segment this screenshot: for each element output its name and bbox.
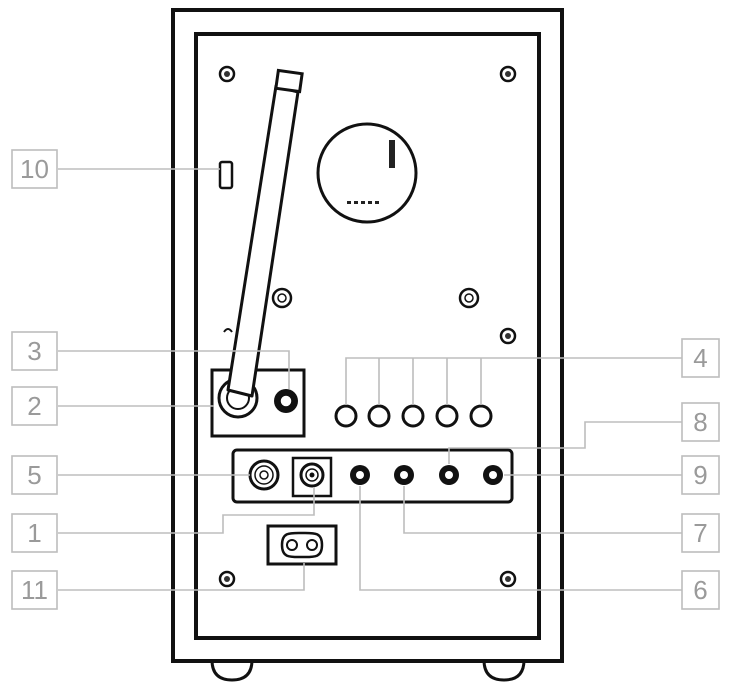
- tone-knob: [334, 404, 358, 428]
- power-inlet: [266, 524, 338, 566]
- connector-5: [248, 459, 280, 491]
- callout-6: 6: [681, 570, 720, 610]
- tone-knob: [367, 404, 391, 428]
- telescopic-antenna: [226, 68, 304, 398]
- callout-10-label: 10: [20, 154, 49, 184]
- corner-screws: [218, 65, 517, 588]
- clip-mark: [223, 328, 233, 333]
- screw-icon: [499, 65, 517, 83]
- screw-icon: [499, 570, 517, 588]
- leader-lines: [58, 168, 682, 591]
- callout-11-label: 11: [21, 575, 48, 605]
- callout-8-label: 8: [693, 407, 707, 437]
- callouts: 10 3 2 5 1 11 4 8: [11, 149, 720, 610]
- rca-jack-9: [483, 465, 503, 485]
- leader-3: [58, 350, 290, 389]
- callout-2: 2: [11, 386, 58, 426]
- leader-7: [403, 486, 682, 534]
- leader-4: [345, 357, 682, 405]
- tone-knob: [401, 404, 425, 428]
- slide-switch: [218, 160, 234, 190]
- leader-11: [58, 563, 305, 591]
- feet: [210, 658, 526, 682]
- connector-1: [299, 462, 325, 488]
- callout-10: 10: [11, 149, 58, 189]
- tone-knob: [469, 404, 493, 428]
- bass-port: [316, 122, 418, 224]
- leader-6: [359, 486, 682, 591]
- callout-7-label: 7: [693, 518, 707, 548]
- callout-4: 4: [681, 338, 720, 378]
- left-foot: [210, 658, 254, 682]
- callout-5: 5: [11, 455, 58, 495]
- mid-screw-right: [458, 287, 480, 309]
- screw-icon: [499, 327, 517, 345]
- rca-jack-7: [394, 465, 414, 485]
- callout-6-label: 6: [693, 575, 707, 605]
- callout-1-label: 1: [27, 518, 41, 548]
- callout-3-label: 3: [27, 336, 41, 366]
- callout-1: 1: [11, 513, 58, 553]
- callout-9: 9: [681, 455, 720, 495]
- screw-icon: [218, 570, 236, 588]
- rca-jacks: [350, 465, 503, 485]
- callout-5-label: 5: [27, 460, 41, 490]
- rca-jack-6: [350, 465, 370, 485]
- tone-knob: [435, 404, 459, 428]
- fm-aerial-socket: [274, 389, 298, 413]
- right-foot: [482, 658, 526, 682]
- callout-7: 7: [681, 513, 720, 553]
- tone-knobs: [334, 404, 493, 428]
- mid-screw-left: [271, 287, 293, 309]
- callout-3: 3: [11, 331, 58, 371]
- leader-1: [58, 487, 315, 534]
- leader-8: [448, 421, 682, 464]
- callout-2-label: 2: [27, 391, 41, 421]
- rca-jack-8: [439, 465, 459, 485]
- callout-9-label: 9: [693, 460, 707, 490]
- callout-4-label: 4: [693, 343, 707, 373]
- screw-icon: [218, 65, 236, 83]
- callout-8: 8: [681, 402, 720, 442]
- callout-11: 11: [11, 570, 58, 610]
